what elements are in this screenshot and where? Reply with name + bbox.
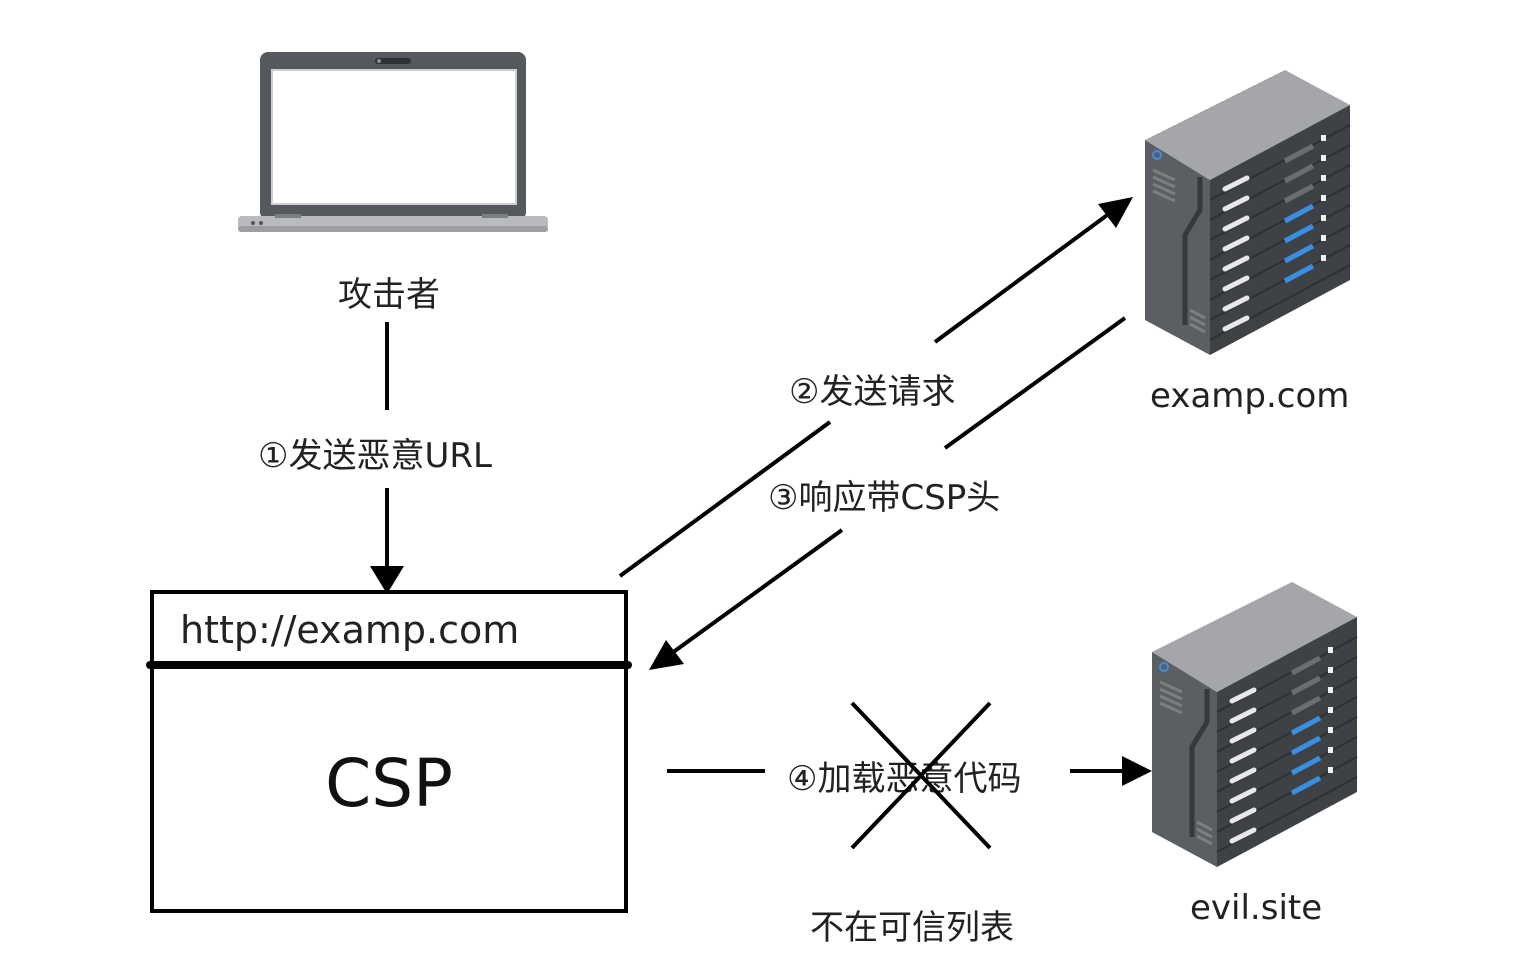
arrow-step1 (370, 322, 404, 594)
attacker-label: 攻击者 (338, 275, 440, 315)
arrow-step3 (649, 316, 1127, 670)
browser-body-text: CSP (325, 745, 453, 822)
browser-url: http://examp.com (180, 608, 520, 652)
step3-label: ③响应带CSP头 (768, 478, 1001, 518)
laptop-icon (238, 52, 548, 232)
examp-server-label: examp.com (1150, 376, 1350, 416)
server-icon-examp (1145, 70, 1350, 355)
server-icon-evil (1152, 582, 1357, 867)
arrow-step4 (667, 756, 1152, 786)
browser-window (146, 590, 632, 913)
evil-server-label: evil.site (1190, 888, 1323, 928)
step1-label: ①发送恶意URL (254, 428, 496, 477)
step4-label: ④加载恶意代码 (787, 759, 1022, 799)
step2-label: ②发送请求 (789, 372, 956, 412)
blocked-note: 不在可信列表 (810, 908, 1014, 948)
arrow-step2 (618, 197, 1133, 578)
